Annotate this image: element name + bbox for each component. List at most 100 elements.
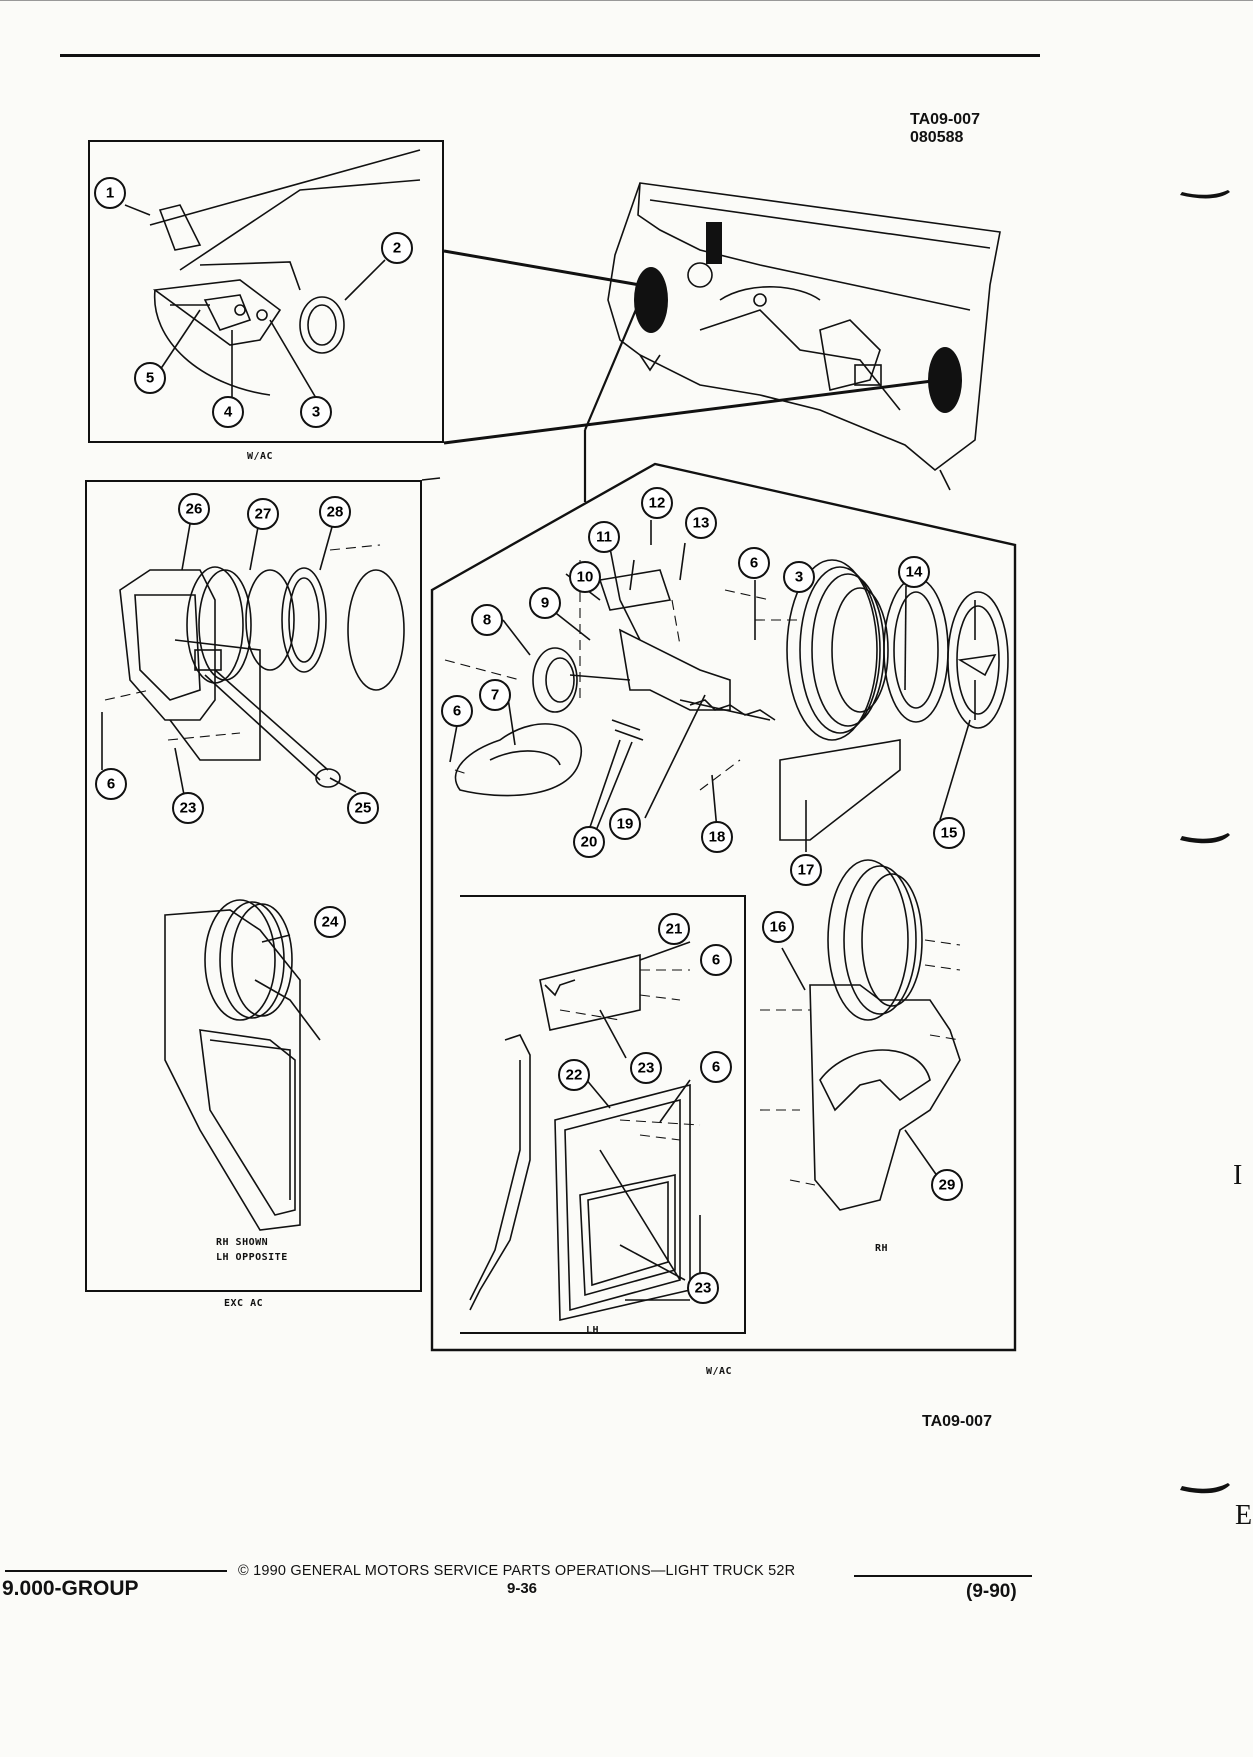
callout-circle bbox=[441, 695, 473, 727]
callout-13: 13 bbox=[685, 507, 717, 539]
callout-number: 16 bbox=[770, 919, 787, 936]
callout-number: 6 bbox=[107, 776, 115, 793]
callout-number: 23 bbox=[180, 800, 197, 817]
callout-2: 2 bbox=[381, 232, 413, 264]
callout-circle bbox=[738, 547, 770, 579]
margin-tab-marks bbox=[1180, 190, 1230, 1494]
callout-number: 9 bbox=[541, 595, 549, 612]
callout-number: 6 bbox=[453, 703, 461, 720]
caption-lh-opposite: LH OPPOSITE bbox=[216, 1252, 288, 1263]
callout-circle bbox=[319, 496, 351, 528]
callout-10: 10 bbox=[569, 561, 601, 593]
callout-number: 3 bbox=[795, 569, 803, 586]
callout-circle bbox=[762, 911, 794, 943]
callout-circle bbox=[134, 362, 166, 394]
callout-circle bbox=[700, 1051, 732, 1083]
callout-circle bbox=[687, 1272, 719, 1304]
caption-w-ac-right: W/AC bbox=[706, 1366, 733, 1377]
callout-number: 19 bbox=[617, 816, 634, 833]
caption-lh: LH bbox=[586, 1325, 600, 1336]
callout-number: 21 bbox=[666, 921, 683, 938]
callout-number: 28 bbox=[327, 504, 344, 521]
callout-number: 6 bbox=[712, 952, 720, 969]
scan-edge bbox=[0, 0, 1253, 1]
callout-6-inset-b: 6 bbox=[700, 1051, 732, 1083]
callout-number: 25 bbox=[355, 800, 372, 817]
callout-number: 17 bbox=[798, 862, 815, 879]
callout-3-top: 3 bbox=[300, 396, 332, 428]
callout-circle bbox=[247, 498, 279, 530]
right-panel-art bbox=[444, 520, 1009, 1321]
callout-circle bbox=[701, 821, 733, 853]
callout-23-left: 23 bbox=[172, 792, 204, 824]
callout-circle bbox=[558, 1059, 590, 1091]
footer-date: (9-90) bbox=[966, 1581, 1017, 1602]
callout-number: 27 bbox=[255, 506, 272, 523]
callout-circle bbox=[641, 487, 673, 519]
callout-3-right: 3 bbox=[783, 561, 815, 593]
callout-8: 8 bbox=[471, 604, 503, 636]
callout-19: 19 bbox=[609, 808, 641, 840]
callout-21: 21 bbox=[658, 913, 690, 945]
callout-number: 18 bbox=[709, 829, 726, 846]
callout-23-inset-a: 23 bbox=[630, 1052, 662, 1084]
callout-number: 23 bbox=[638, 1060, 655, 1077]
callout-number: 12 bbox=[649, 495, 666, 512]
figure-code: 080588 bbox=[910, 129, 964, 146]
callout-circle bbox=[609, 808, 641, 840]
callout-6-mid: 6 bbox=[441, 695, 473, 727]
callout-5: 5 bbox=[134, 362, 166, 394]
callout-number: 22 bbox=[566, 1067, 583, 1084]
callout-number: 14 bbox=[906, 564, 923, 581]
caption-exc-ac: EXC AC bbox=[224, 1298, 264, 1309]
callout-circle bbox=[94, 177, 126, 209]
callout-circle bbox=[300, 396, 332, 428]
callout-15: 15 bbox=[933, 817, 965, 849]
callout-circle bbox=[569, 561, 601, 593]
figure-id: TA09-007 bbox=[910, 111, 980, 128]
lower-inset-box bbox=[460, 895, 746, 1334]
callout-14: 14 bbox=[898, 556, 930, 588]
left-panel-exc-ac bbox=[85, 480, 422, 1292]
callout-circle bbox=[471, 604, 503, 636]
callout-number: 1 bbox=[106, 185, 114, 202]
callout-1: 1 bbox=[94, 177, 126, 209]
callout-18: 18 bbox=[701, 821, 733, 853]
callout-circle bbox=[790, 854, 822, 886]
callout-circle bbox=[212, 396, 244, 428]
margin-mark-upper: I bbox=[1233, 1160, 1243, 1191]
figure-header: TA09-007 080588 bbox=[910, 111, 980, 147]
callout-23-inset-b: 23 bbox=[687, 1272, 719, 1304]
top-inset-art bbox=[124, 149, 421, 400]
callout-number: 20 bbox=[581, 834, 598, 851]
callout-number: 15 bbox=[941, 825, 958, 842]
callout-circle bbox=[178, 493, 210, 525]
header-rule bbox=[60, 54, 1040, 57]
callout-17: 17 bbox=[790, 854, 822, 886]
callout-number: 23 bbox=[695, 1280, 712, 1297]
footer-group: 9.000-GROUP bbox=[2, 1577, 139, 1600]
callout-circle bbox=[783, 561, 815, 593]
callout-number: 29 bbox=[939, 1177, 956, 1194]
callout-25: 25 bbox=[347, 792, 379, 824]
callout-number: 2 bbox=[393, 240, 401, 257]
callout-27: 27 bbox=[247, 498, 279, 530]
callout-28: 28 bbox=[319, 496, 351, 528]
top-inset-panel bbox=[88, 140, 444, 443]
callout-number: 10 bbox=[577, 569, 594, 586]
right-panel-outline bbox=[430, 462, 1017, 1352]
callout-circle bbox=[700, 944, 732, 976]
callout-circle bbox=[347, 792, 379, 824]
footer-rule-right bbox=[854, 1575, 1032, 1577]
firewall-cowl-assembly bbox=[607, 182, 1001, 491]
callout-6-right: 6 bbox=[738, 547, 770, 579]
caption-rh-shown: RH SHOWN bbox=[216, 1237, 269, 1248]
callout-circle bbox=[685, 507, 717, 539]
callout-circle bbox=[95, 768, 127, 800]
callout-circle bbox=[529, 587, 561, 619]
caption-top-inset: W/AC bbox=[247, 451, 274, 462]
footer-copyright: © 1990 GENERAL MOTORS SERVICE PARTS OPER… bbox=[238, 1563, 796, 1579]
callout-26: 26 bbox=[178, 493, 210, 525]
callout-29: 29 bbox=[931, 1169, 963, 1201]
callout-number: 8 bbox=[483, 612, 491, 629]
